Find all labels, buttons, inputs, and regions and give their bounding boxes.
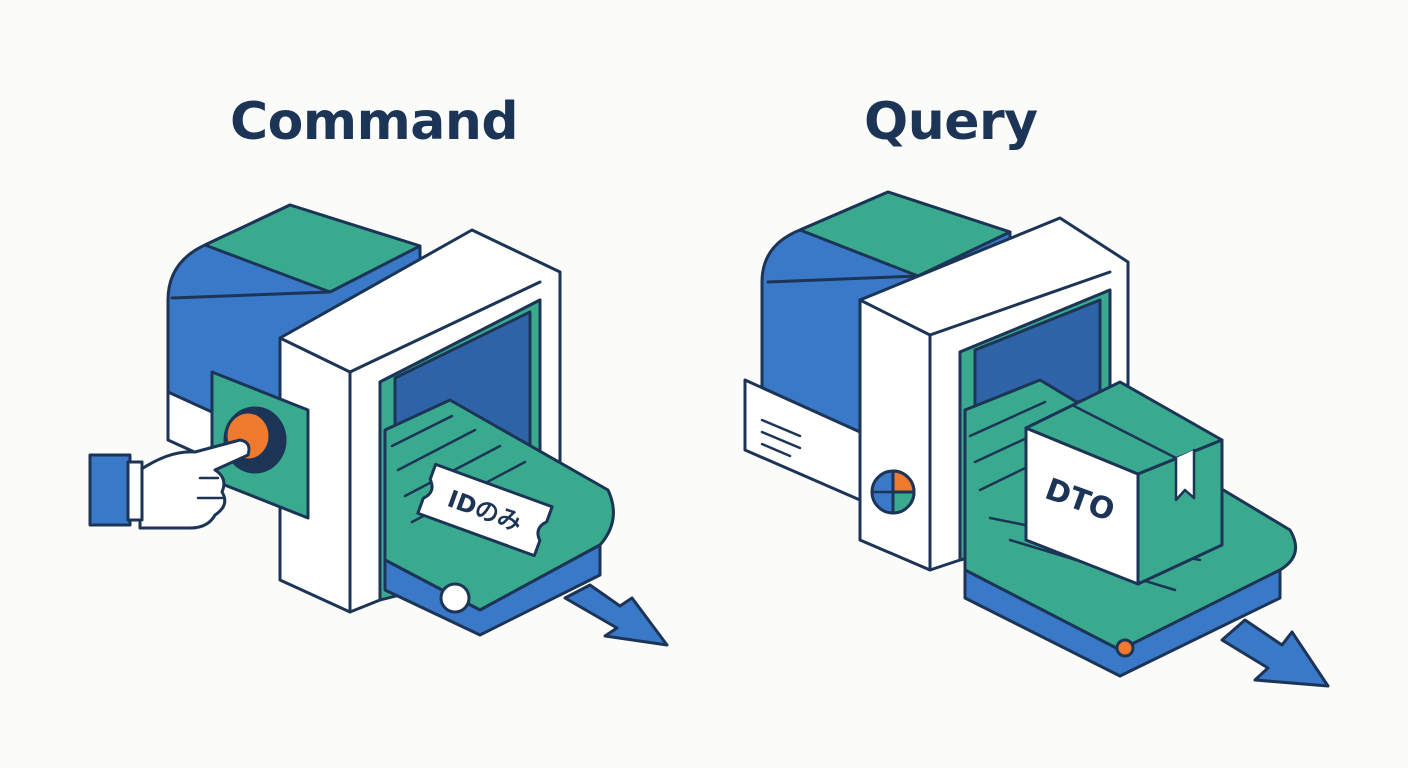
command-roller: [439, 582, 471, 614]
output-arrow-icon: [1220, 618, 1330, 688]
query-machine: DTO: [743, 190, 1330, 688]
query-roller: [1115, 638, 1135, 658]
command-back-top: [203, 203, 422, 294]
command-ticket: IDのみ: [416, 462, 554, 558]
command-machine: IDのみ: [88, 203, 669, 647]
query-vent-lines: [760, 418, 802, 458]
query-back-top: [798, 190, 1012, 278]
output-arrow-icon: [563, 583, 669, 647]
command-title: Command: [230, 92, 519, 152]
pointing-hand-icon: [88, 438, 251, 530]
query-title: Query: [864, 92, 1038, 152]
pie-chart-icon: [870, 469, 916, 515]
dto-box: DTO: [1024, 380, 1224, 586]
